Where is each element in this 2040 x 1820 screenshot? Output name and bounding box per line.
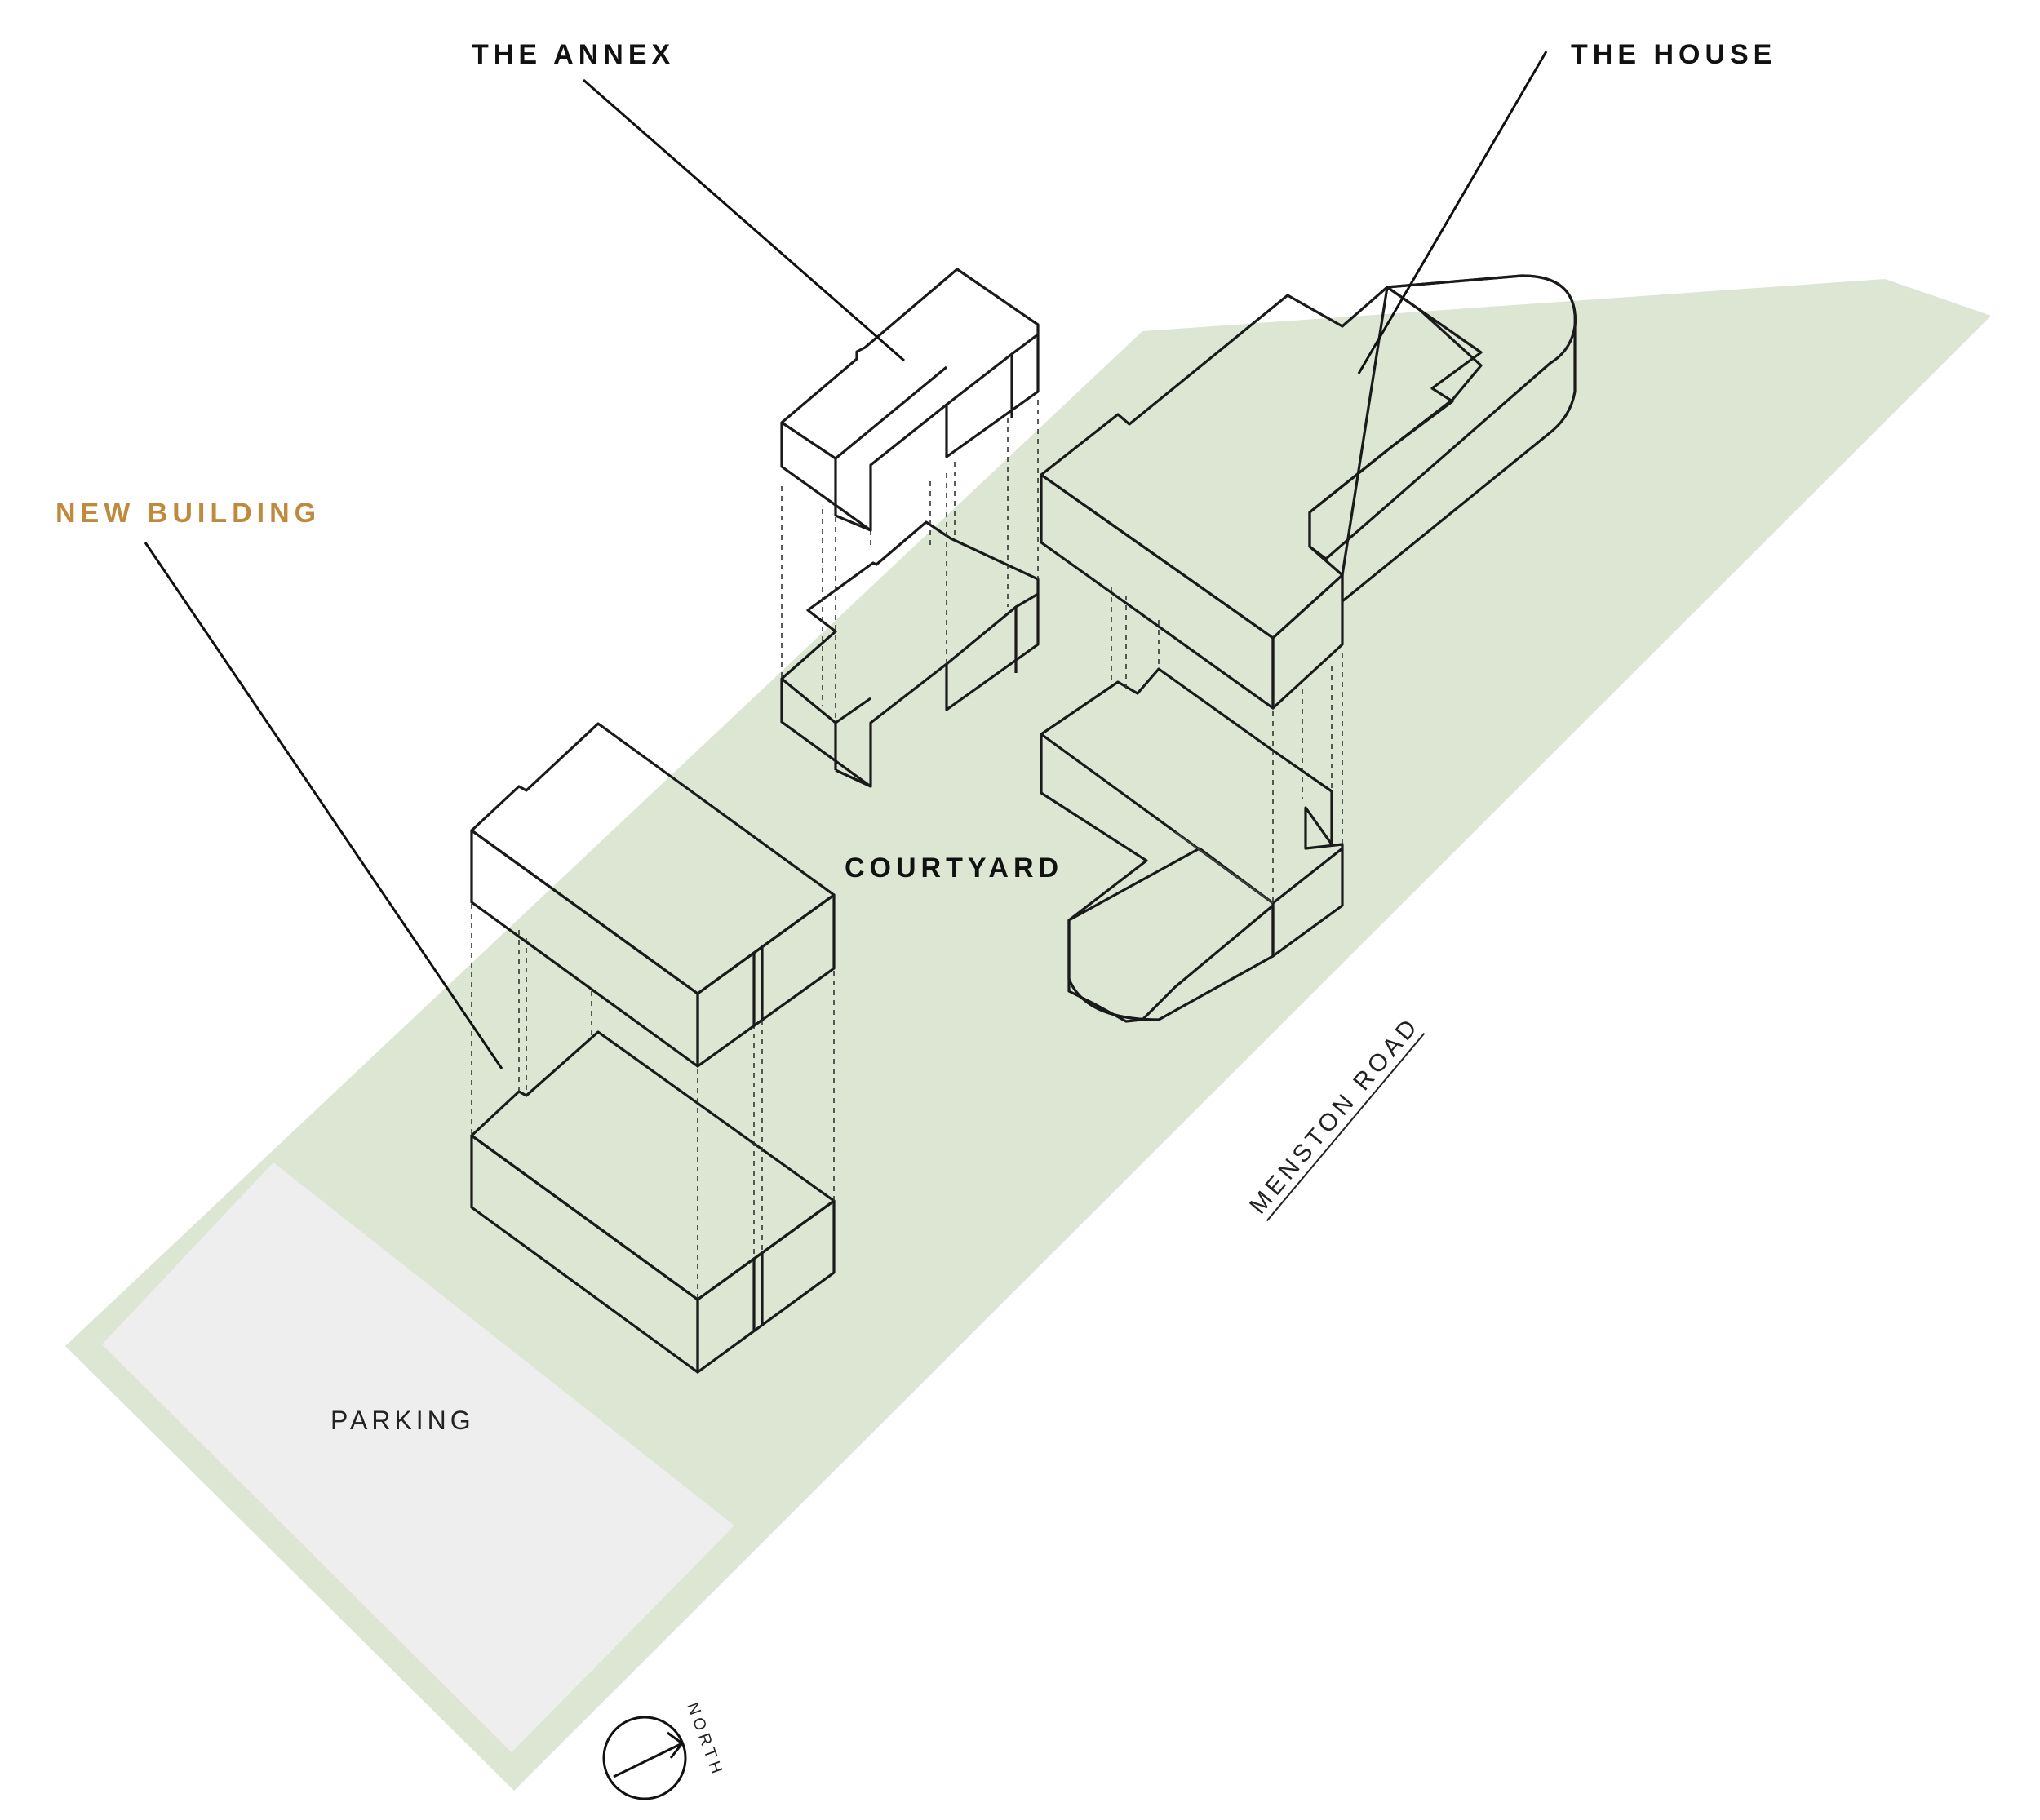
north-label: NORTH <box>683 1700 726 1780</box>
new-building-leader-line <box>144 542 503 1069</box>
annex-leader-line <box>583 78 905 362</box>
house-leader-line <box>1357 51 1548 374</box>
label-the-annex: THE ANNEX <box>472 39 675 70</box>
annex-projection-lines <box>781 400 1039 723</box>
label-new-building: NEW BUILDING <box>55 498 321 529</box>
svg-text:MENSTON ROAD: MENSTON ROAD <box>1244 1012 1425 1219</box>
house-upper-block <box>1040 286 1483 710</box>
road-label: MENSTON ROAD <box>1244 1012 1426 1222</box>
label-parking: PARKING <box>330 1406 475 1435</box>
label-the-house: THE HOUSE <box>1571 39 1776 70</box>
north-arrow: NORTH <box>602 1700 727 1800</box>
parking-lot <box>102 1162 734 1752</box>
annex-upper-block <box>780 268 1040 532</box>
new-building-upper-block <box>470 722 836 1068</box>
house-projection-lines <box>1111 587 1343 903</box>
house-lower-block <box>1040 667 1344 1023</box>
new-building-projection-lines <box>471 904 835 1300</box>
label-courtyard: COURTYARD <box>845 852 1063 883</box>
